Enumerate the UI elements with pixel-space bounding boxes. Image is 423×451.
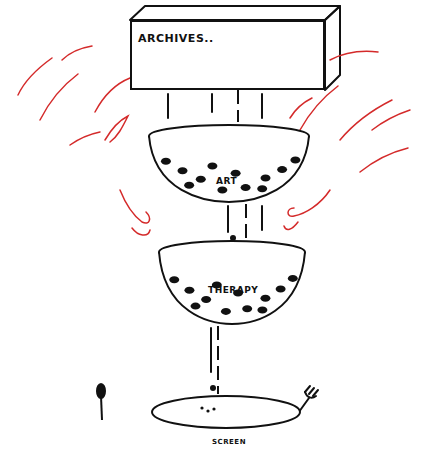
- drip-line: [210, 328, 212, 372]
- bowl-dot: [207, 163, 217, 170]
- spoon-symbol: [97, 384, 105, 420]
- bowl-dot: [260, 295, 270, 302]
- bowl-shape-outline: [146, 122, 312, 204]
- bowl-body: [159, 252, 305, 324]
- bowl-dot: [201, 296, 211, 303]
- drip-connector: [245, 204, 247, 238]
- bowl-dot: [242, 305, 252, 312]
- drip-line: [167, 94, 169, 118]
- bowl-dot: [290, 157, 300, 164]
- plate-outline: [152, 396, 300, 428]
- bowl-dot: [221, 308, 231, 315]
- drip-line: [261, 206, 263, 230]
- bowl-dot: [261, 175, 271, 182]
- bowl-dot: [161, 158, 171, 165]
- bowl-dot: [277, 166, 287, 173]
- bowl-dot: [257, 307, 267, 314]
- drip-line: [211, 94, 213, 112]
- drip-line: [261, 94, 263, 118]
- bowl-dot: [191, 303, 201, 310]
- node-label: THERAPY: [208, 285, 258, 295]
- bowl-shape: THERAPY: [156, 238, 308, 326]
- bowl-shape-outline: [156, 238, 308, 326]
- drip-line: [227, 206, 229, 232]
- bowl-dot: [231, 170, 241, 177]
- bowl-dot: [288, 275, 298, 282]
- plate-shape: SCREEN: [150, 394, 302, 450]
- box-side-face: [325, 6, 340, 90]
- bowl-dot: [184, 287, 194, 294]
- box-top-face: [130, 6, 340, 20]
- plate-crumb: [206, 409, 209, 412]
- plate-crumb: [200, 406, 203, 409]
- plate-crumb: [212, 407, 215, 410]
- bowl-dot: [178, 167, 188, 174]
- bowl-body: [149, 136, 309, 202]
- archive-box: ARCHIVES..: [130, 20, 325, 90]
- drip-connector: [217, 326, 219, 394]
- bowl-dot: [276, 285, 286, 292]
- bowl-dot: [241, 184, 251, 191]
- bowl-dot: [196, 176, 206, 183]
- node-label: SCREEN: [212, 438, 246, 446]
- node-label: ART: [216, 176, 237, 186]
- bowl-dot: [257, 185, 267, 192]
- bowl-dot: [217, 187, 227, 194]
- drip-connector: [237, 90, 239, 122]
- node-label: ARCHIVES..: [138, 32, 214, 45]
- drip-drop: [210, 385, 216, 391]
- bowl-shape: ART: [146, 122, 312, 204]
- bowl-dot: [169, 276, 179, 283]
- bowl-dot: [184, 182, 194, 189]
